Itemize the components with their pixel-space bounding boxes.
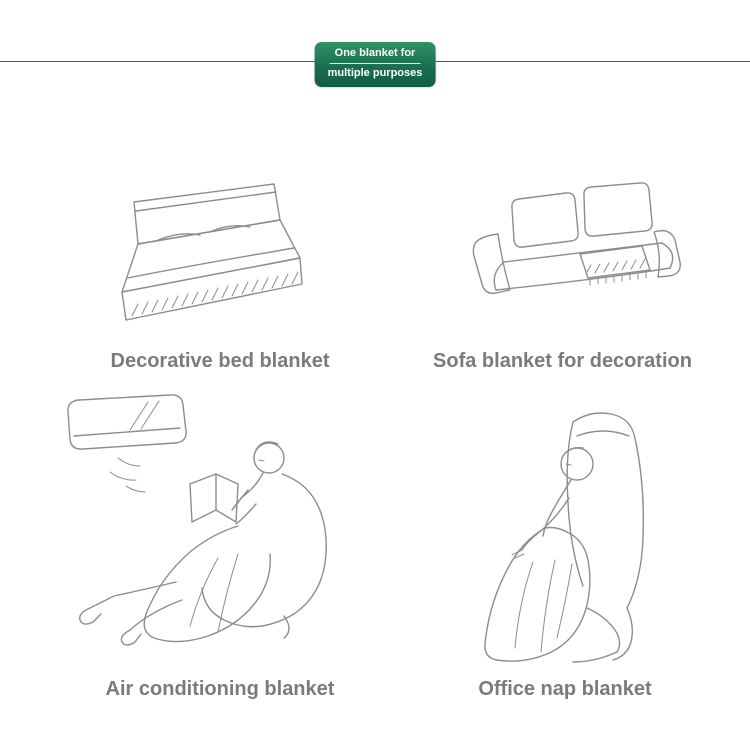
air-conditioner-icon bbox=[67, 394, 187, 493]
bed-lineart bbox=[121, 183, 303, 321]
air-conditioner-and-reading-person-illustration bbox=[67, 394, 327, 646]
caption-air-conditioning-blanket: Air conditioning blanket bbox=[105, 678, 335, 700]
header-badge: One blanket for multiple purposes bbox=[314, 42, 436, 87]
bed-illustration bbox=[121, 183, 303, 321]
usage-figure-air-conditioning bbox=[32, 386, 342, 666]
caption-sofa-blanket: Sofa blanket for decoration bbox=[433, 350, 692, 372]
badge-separator bbox=[329, 62, 421, 64]
usage-figure-bed bbox=[62, 158, 352, 348]
office-chair-person bbox=[484, 412, 645, 663]
sofa-illustration bbox=[472, 182, 681, 294]
office-chair-nap-illustration bbox=[484, 412, 645, 663]
usage-figure-sofa bbox=[432, 172, 712, 337]
usage-figure-office-nap bbox=[425, 402, 705, 672]
reading-person-in-beanbag bbox=[79, 441, 327, 646]
badge-text-line2: multiple purposes bbox=[327, 66, 423, 79]
badge-text-line1: One blanket for bbox=[334, 47, 416, 59]
sofa-lineart bbox=[472, 182, 681, 294]
caption-office-nap-blanket: Office nap blanket bbox=[478, 678, 652, 700]
caption-decorative-bed-blanket: Decorative bed blanket bbox=[110, 350, 330, 372]
